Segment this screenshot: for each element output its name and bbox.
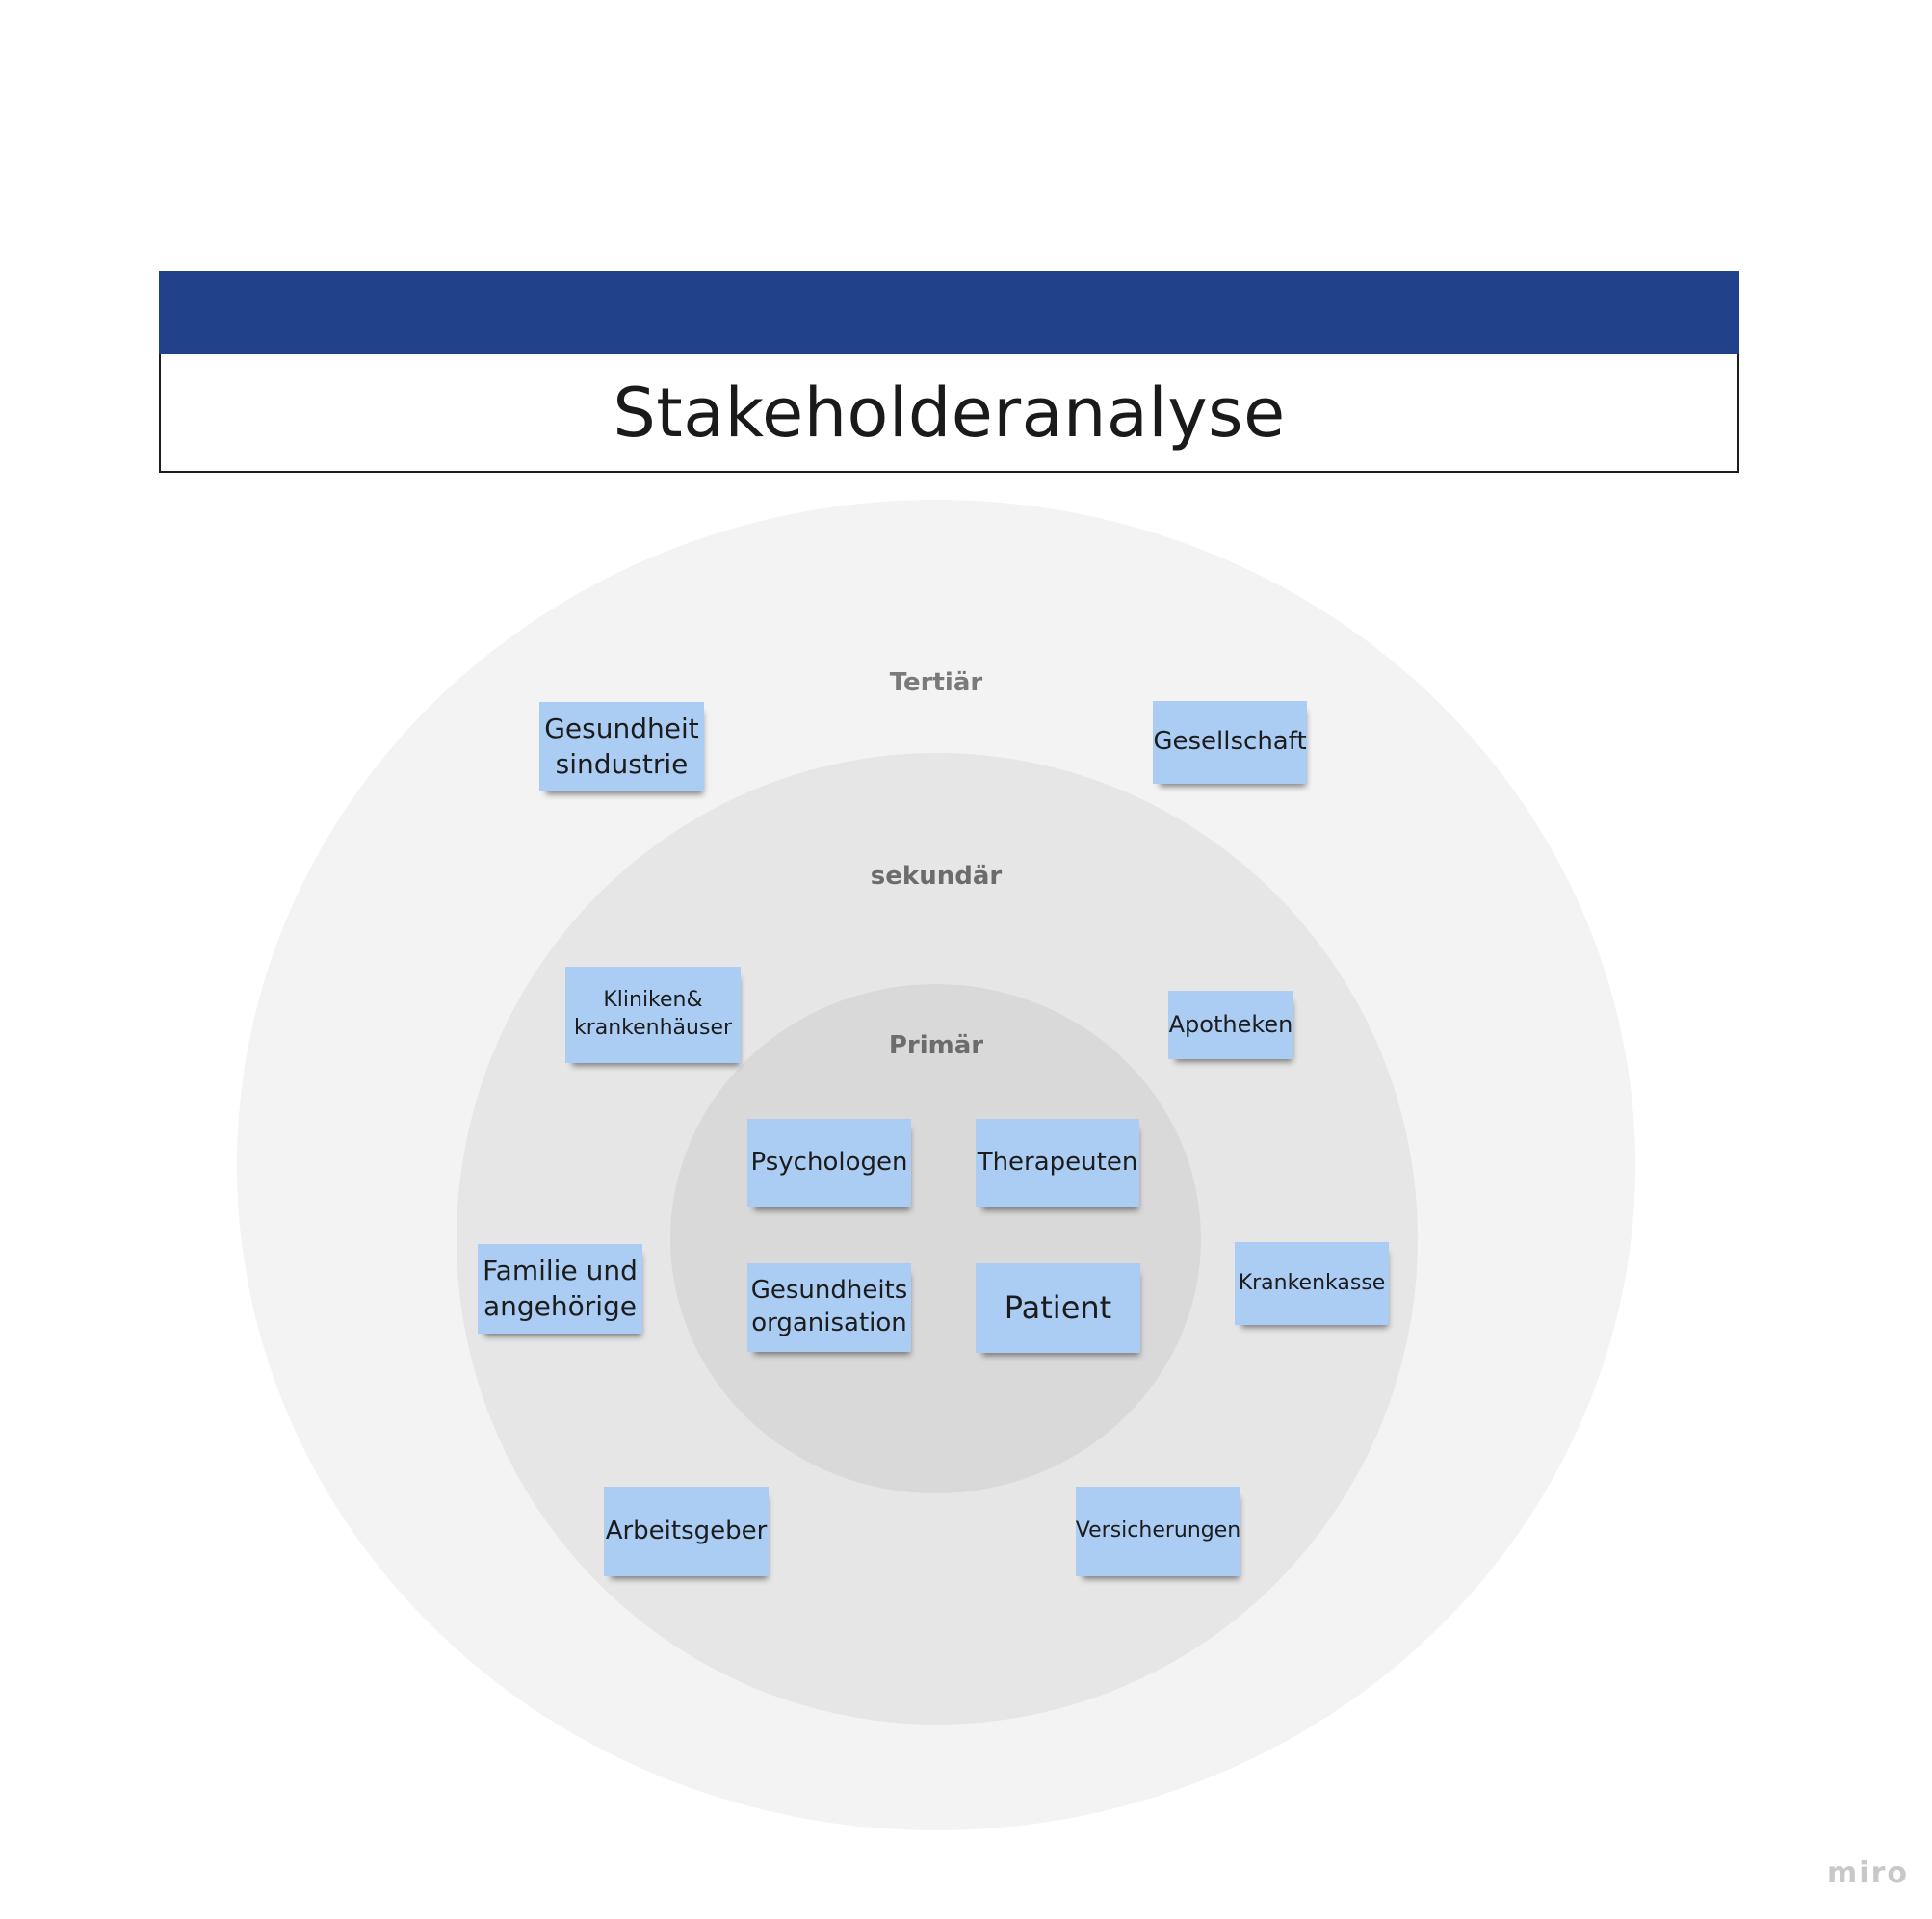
sticky-note-gesellschaft[interactable]: Gesellschaft: [1153, 701, 1307, 784]
ring-label-primary: Primär: [888, 1031, 984, 1060]
sticky-note-familie[interactable]: Familie und angehörige: [478, 1244, 642, 1334]
miro-watermark: miro: [1827, 1856, 1909, 1890]
title-box: Stakeholderanalyse: [159, 354, 1739, 473]
sticky-note-apotheken[interactable]: Apotheken: [1168, 991, 1293, 1059]
sticky-note-arbeitsgeber[interactable]: Arbeitsgeber: [604, 1487, 769, 1576]
sticky-note-therapeuten[interactable]: Therapeuten: [976, 1119, 1139, 1207]
sticky-note-gesundheitsorganisation[interactable]: Gesundheits organisation: [747, 1263, 911, 1352]
ring-label-secondary: sekundär: [870, 862, 1003, 891]
ring-primary: [670, 984, 1201, 1493]
sticky-note-krankenkasse[interactable]: Krankenkasse: [1235, 1242, 1389, 1325]
sticky-note-kliniken[interactable]: Kliniken& krankenhäuser: [565, 967, 741, 1063]
sticky-note-gesundheitsindustrie[interactable]: Gesundheit sindustrie: [539, 702, 704, 791]
header-bar: [159, 271, 1739, 354]
sticky-note-patient[interactable]: Patient: [976, 1263, 1140, 1353]
ring-label-tertiary: Tertiär: [889, 668, 983, 697]
sticky-note-psychologen[interactable]: Psychologen: [747, 1119, 911, 1207]
sticky-note-versicherungen[interactable]: Versicherungen: [1076, 1487, 1240, 1576]
page-title: Stakeholderanalyse: [613, 373, 1286, 453]
